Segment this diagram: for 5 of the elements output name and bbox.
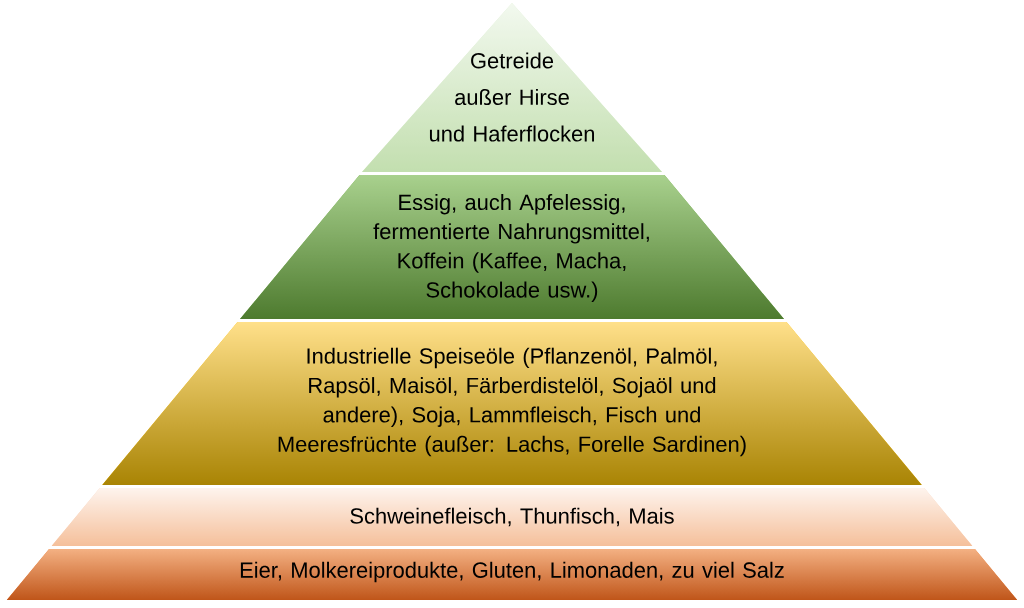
tier-label: Essig, auch Apfelessig, fermentierte Nahrungsmittel, Koffein (Kaffee, Macha, Schokolade usw.)	[373, 194, 649, 302]
tier-label: Schweinefleisch, Thunfisch, Mais	[350, 507, 674, 527]
tier-label: Getreide außer Hirse und Haferflocken	[429, 52, 594, 142]
tier-label: Industrielle Speiseöle (Pflanzenöl, Palmöl, Rapsöl, Maisöl, Färberdistelöl, Sojaöl und andere), Soja, Lammfleisch, Fisch und Meeresfrüchte (außer: Lachs, Forelle Sardinen)	[278, 347, 746, 457]
tier-label: Eier, Molkereiprodukte, Gluten, Limonaden, zu viel Salz	[240, 561, 784, 583]
